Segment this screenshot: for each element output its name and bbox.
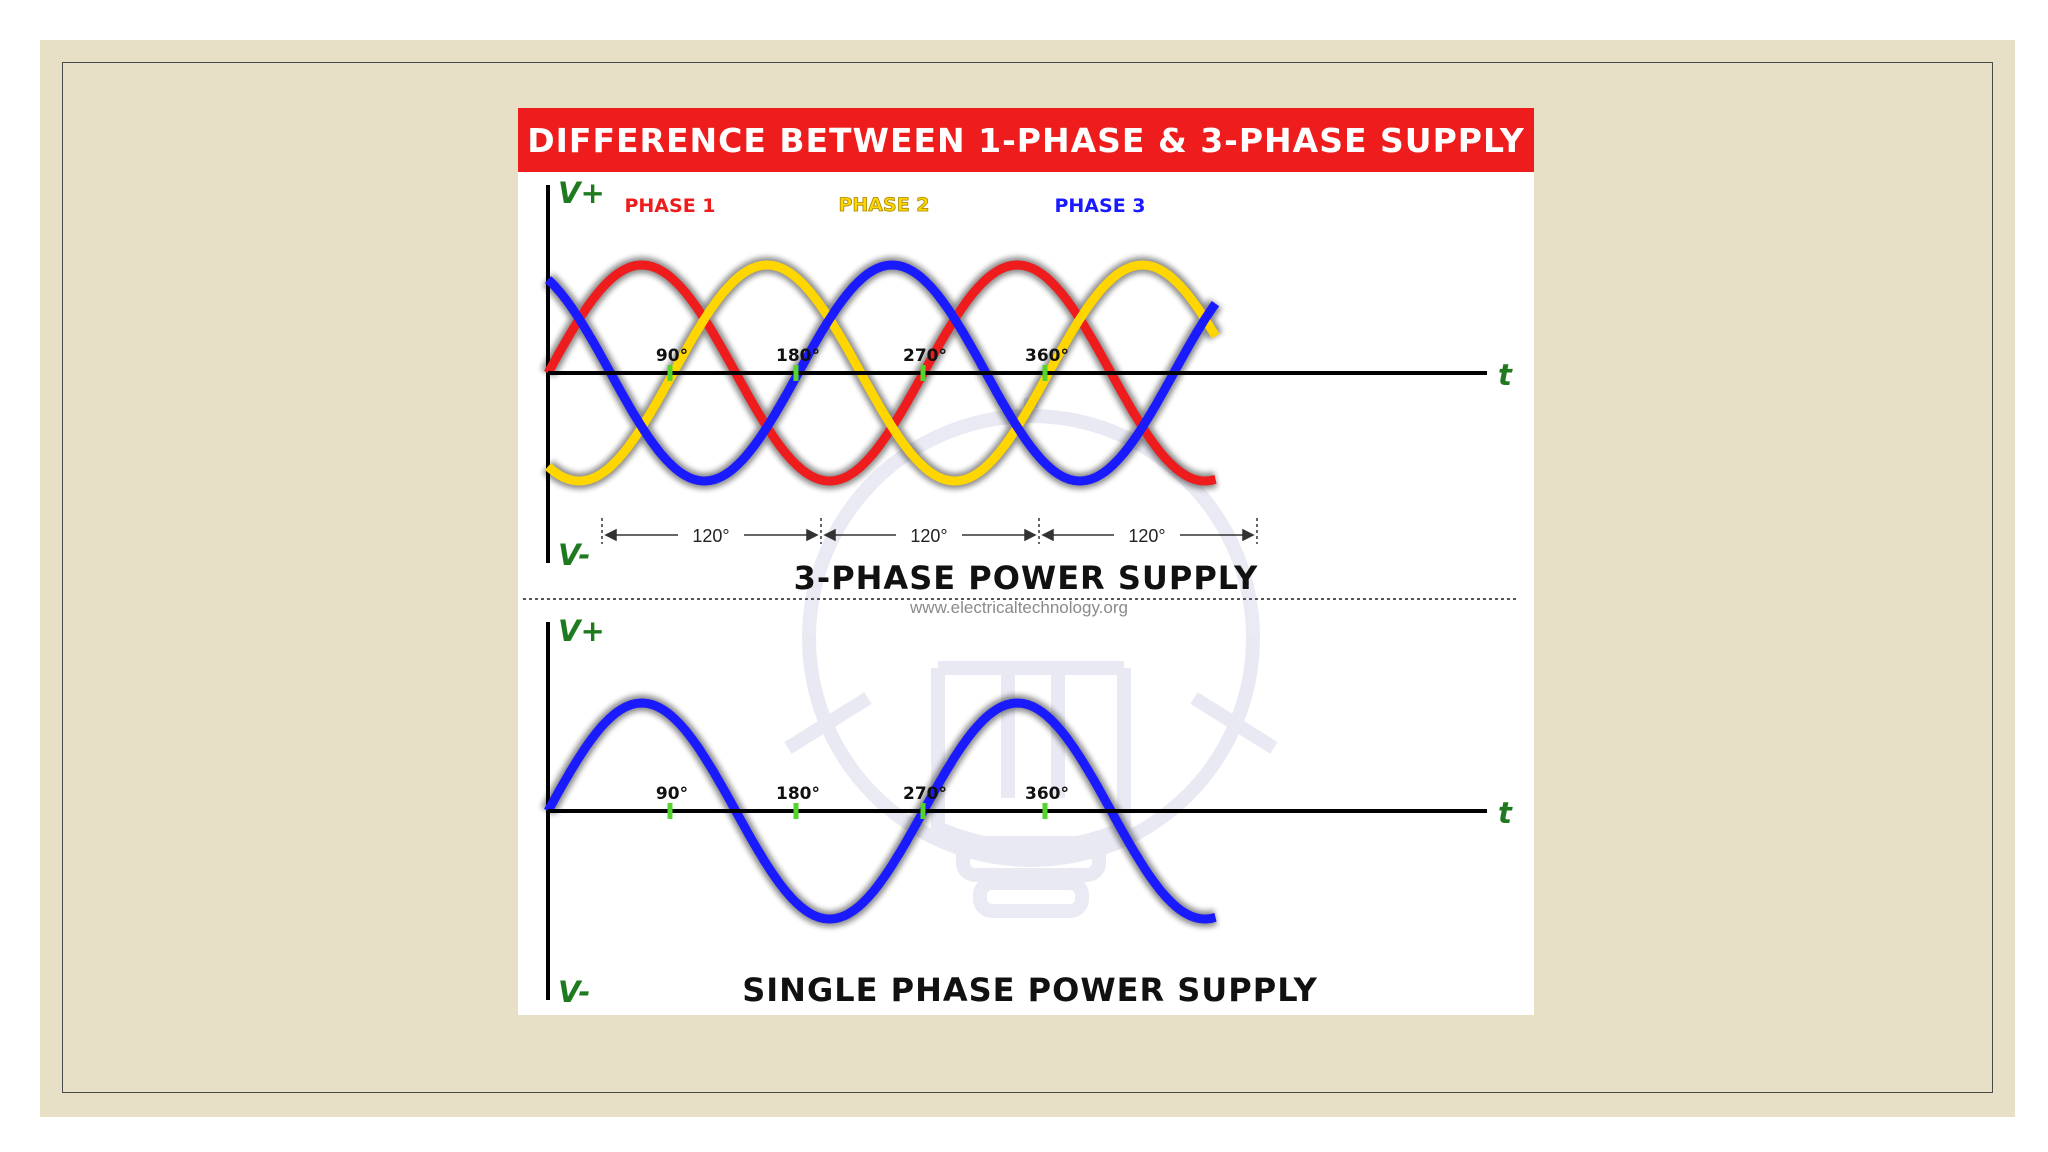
angle-label-2: 180°	[776, 346, 820, 366]
single-phase-t-label: t	[1498, 796, 1513, 830]
separation-label-1: 120°	[692, 526, 729, 546]
single-phase-panel: V+ V- t 90° 180° 270° 360° SINGLE PHASE POW…	[540, 614, 1513, 1009]
single-phase-vplus-label: V+	[558, 614, 605, 648]
phase-3-label: PHASE 3	[1054, 195, 1145, 217]
angle-label-4: 360°	[1025, 784, 1069, 804]
single-phase-title: SINGLE PHASE POWER SUPPLY	[742, 971, 1318, 1009]
angle-label-4: 360°	[1025, 346, 1069, 366]
angle-tick-1	[667, 803, 673, 819]
three-phase-t-label: t	[1498, 358, 1513, 392]
angle-label-2: 180°	[776, 784, 820, 804]
angle-label-3: 270°	[903, 346, 947, 366]
three-phase-vplus-label: V+	[558, 176, 605, 210]
phase-separation-markers	[601, 518, 1258, 544]
header-bar: DIFFERENCE BETWEEN 1-PHASE & 3-PHASE SUP…	[518, 108, 1534, 172]
figure-title: DIFFERENCE BETWEEN 1-PHASE & 3-PHASE SUP…	[527, 120, 1525, 160]
single-phase-wave	[544, 698, 1217, 924]
diagram-canvas: V+ V- t 90°180°270°360° PHASE 1 PHASE 2 …	[523, 176, 1519, 1009]
angle-tick-3	[920, 365, 926, 381]
phase-1-wave	[544, 260, 1217, 486]
single-phase-vminus-label: V-	[558, 975, 590, 1009]
angle-label-3: 270°	[903, 784, 947, 804]
angle-tick-4	[1042, 365, 1048, 381]
three-phase-panel: V+ V- t 90°180°270°360° PHASE 1 PHASE 2 …	[540, 176, 1513, 597]
angle-tick-2	[793, 365, 799, 381]
separation-label-3: 120°	[1128, 526, 1165, 546]
slide-frame	[62, 62, 1993, 1093]
angle-tick-3	[920, 803, 926, 819]
angle-tick-2	[793, 803, 799, 819]
angle-label-1: 90°	[656, 784, 688, 804]
angle-tick-4	[1042, 803, 1048, 819]
angle-label-1: 90°	[656, 346, 688, 366]
phase-comparison-figure: DIFFERENCE BETWEEN 1-PHASE & 3-PHASE SUP…	[518, 108, 1534, 1015]
three-phase-vminus-label: V-	[558, 538, 590, 572]
phase-2-wave	[544, 260, 1220, 486]
phase-2-label: PHASE 2	[838, 194, 929, 216]
watermark-url: www.electricaltechnology.org	[909, 598, 1128, 617]
three-phase-title: 3-PHASE POWER SUPPLY	[794, 559, 1259, 597]
phase-3-wave	[544, 260, 1220, 486]
separation-label-2: 120°	[910, 526, 947, 546]
angle-tick-1	[667, 365, 673, 381]
phase-1-label: PHASE 1	[624, 195, 715, 217]
